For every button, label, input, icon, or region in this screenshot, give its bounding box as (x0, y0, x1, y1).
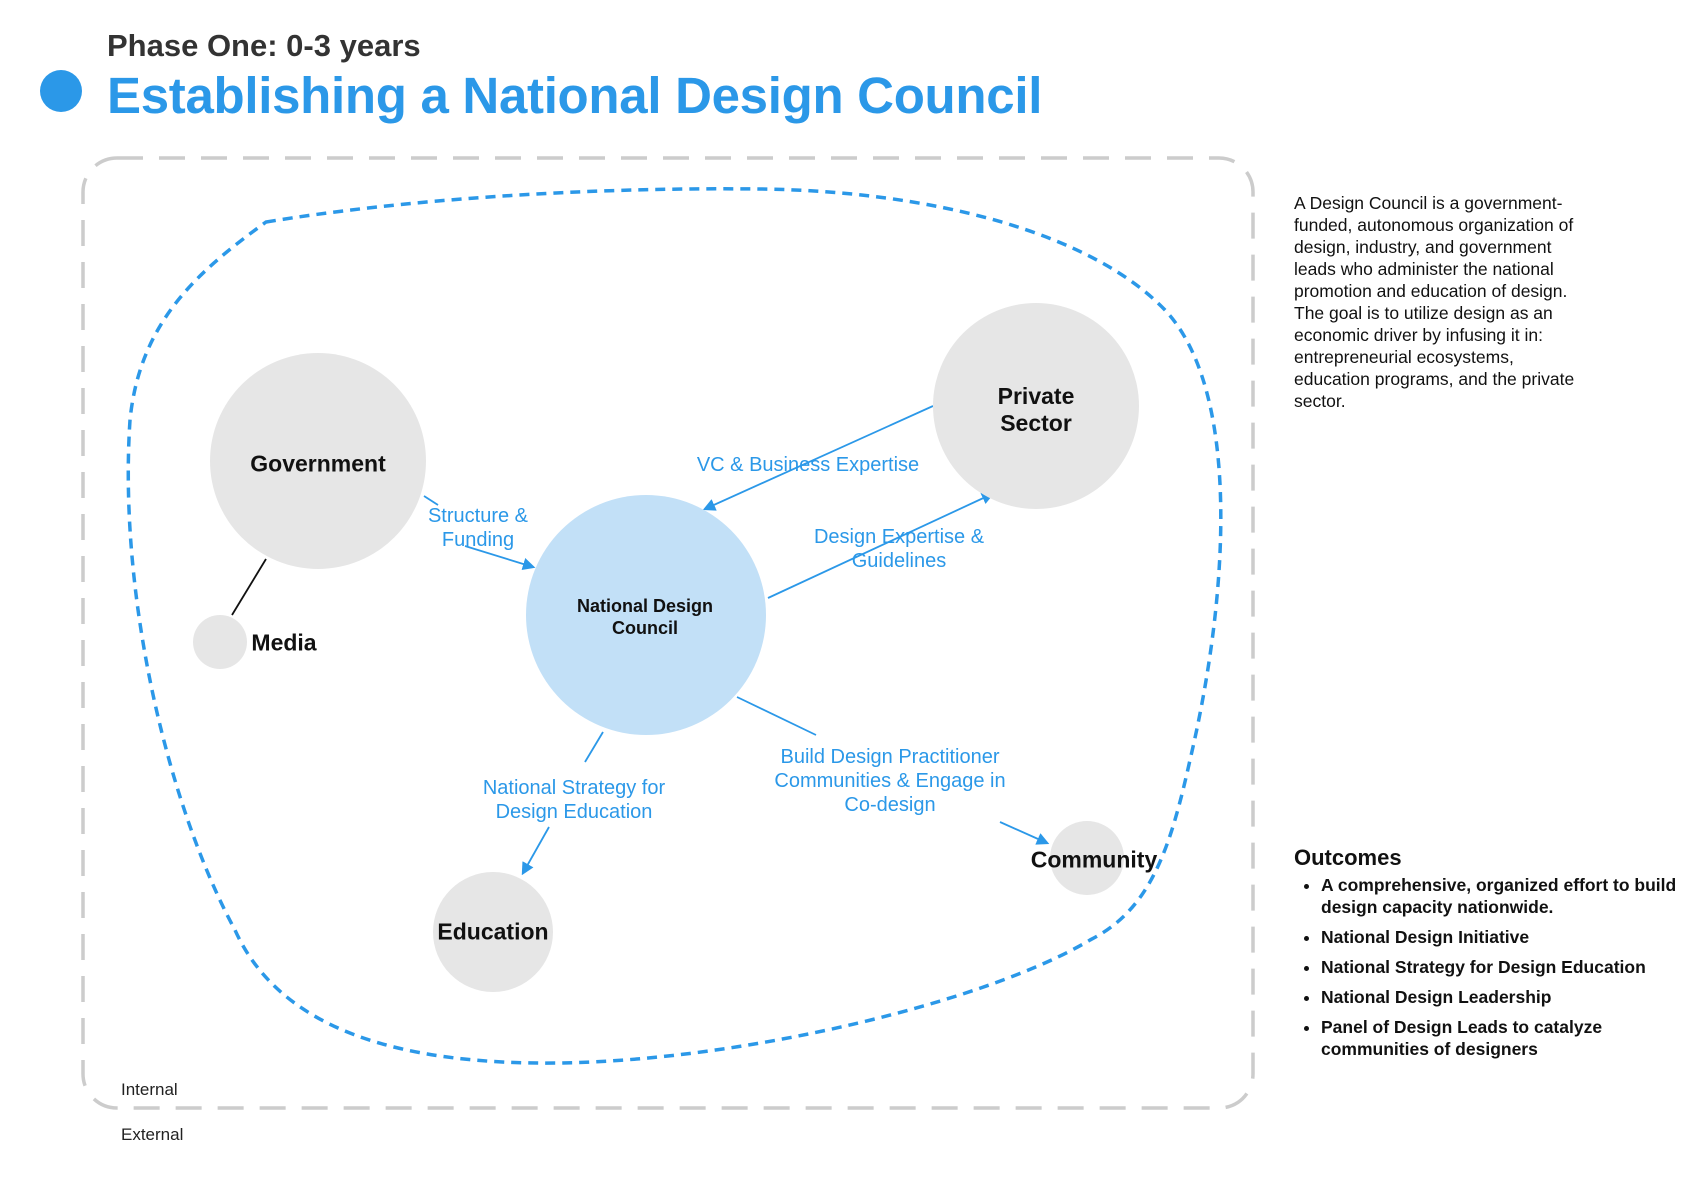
council-label: National Design Council (576, 596, 714, 638)
council-description: A Design Council is a government-funded,… (1294, 193, 1575, 411)
private-sector-node (933, 303, 1139, 509)
ecosystem-outline (126, 187, 1223, 1065)
outcomes-list: A comprehensive, organized effort to bui… (1294, 874, 1684, 1068)
internal-label: Internal (121, 1080, 178, 1099)
community-label: Community (1030, 846, 1158, 873)
title-bullet-icon (40, 70, 82, 112)
structure-funding-label: Structure & Funding (427, 505, 529, 551)
page-title: Establishing a National Design Council (107, 67, 1043, 124)
design-expertise-label: Design Expertise & Guidelines (813, 526, 985, 572)
media-label: Media (251, 629, 317, 656)
vc-business-label: VC & Business Expertise (696, 454, 920, 476)
structure-arrow-head (464, 545, 536, 571)
outcome-item: A comprehensive, organized effort to bui… (1321, 874, 1684, 918)
government-label: Government (250, 450, 386, 477)
outcome-item: National Strategy for Design Education (1321, 956, 1684, 978)
internal-boundary (81, 156, 1255, 1110)
community-arrow-tail (736, 696, 817, 736)
outcome-item: Panel of Design Leads to catalyze commun… (1321, 1016, 1684, 1060)
education-label: Education (437, 918, 549, 945)
outcome-item: National Design Initiative (1321, 926, 1684, 948)
government-node (210, 353, 426, 569)
education-node (433, 872, 553, 992)
government-media-line (231, 558, 267, 616)
vc-arrow (702, 405, 934, 511)
build-communities-label: Build Design Practitioner Communities & … (774, 746, 1006, 816)
outcomes-heading: Outcomes (1294, 845, 1402, 870)
community-arrow-head (999, 821, 1050, 845)
outcome-item: National Design Leadership (1321, 986, 1684, 1008)
structure-arrow-tail (423, 495, 439, 506)
design-expertise-arrow (767, 492, 995, 599)
phase-heading: Phase One: 0-3 years (107, 28, 421, 63)
private-sector-label: Private Sector (997, 383, 1075, 436)
external-label: External (121, 1125, 184, 1144)
community-node (1050, 821, 1124, 895)
strategy-arrow-tail (584, 731, 604, 763)
media-node (193, 615, 247, 669)
council-node (526, 495, 766, 735)
national-strategy-label: National Strategy for Design Education (482, 777, 666, 823)
strategy-arrow-head (521, 826, 550, 876)
